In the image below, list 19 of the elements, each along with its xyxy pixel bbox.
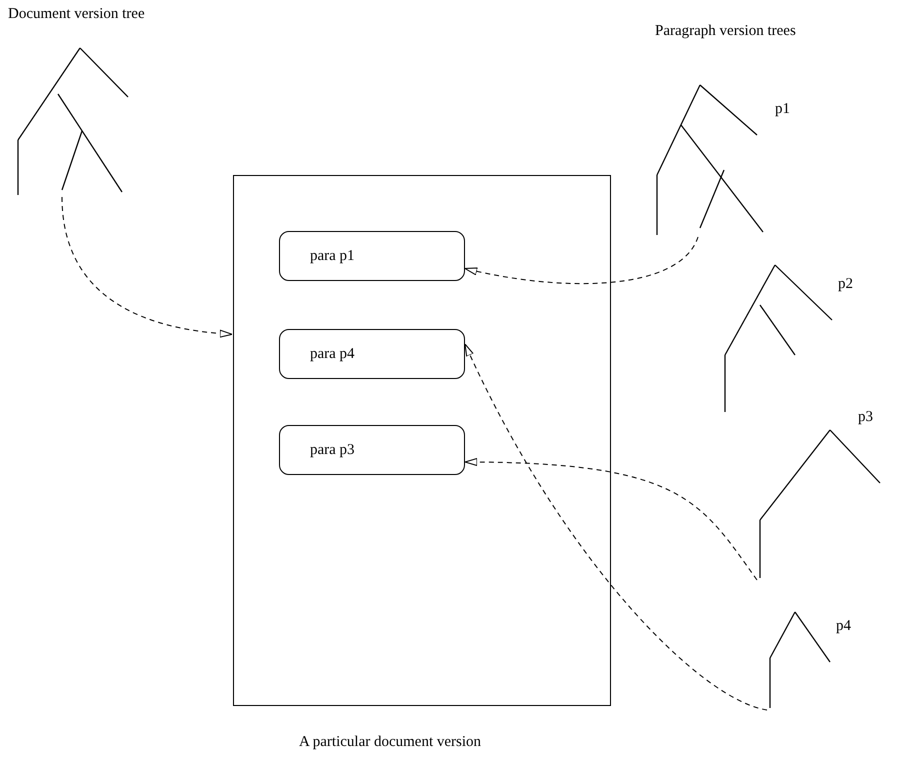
tree-drawing [654,83,766,237]
frame-caption: A particular document version [299,733,482,751]
dashed-arrow [464,458,758,580]
tree-caption: p2 [838,275,853,293]
paragraph-box: para p1 [279,231,465,281]
paragraph-box: para p3 [279,425,465,475]
tree-drawing [757,428,883,580]
tree-caption: p1 [775,100,790,118]
tree-drawing [767,610,833,710]
tree-caption: p3 [858,408,873,426]
tree-caption: p4 [836,617,851,635]
dashed-arrow [464,344,768,710]
paragraph-box: para p4 [279,329,465,379]
dashed-arrow [62,196,232,338]
dashed-arrow [464,236,698,284]
group-heading: Paragraph version trees [655,22,796,40]
tree-drawing [15,45,131,197]
tree-drawing [722,263,835,414]
tree-caption: Document version tree [8,5,145,23]
